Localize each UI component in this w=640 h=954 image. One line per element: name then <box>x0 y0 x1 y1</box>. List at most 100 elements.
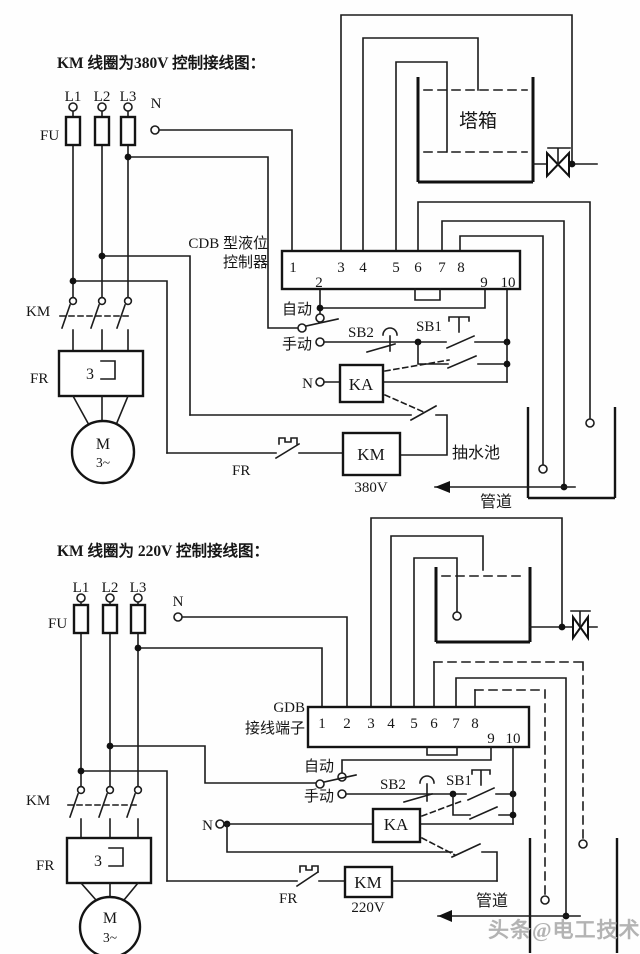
label-sb2: SB2 <box>348 325 374 341</box>
km-coil-label: KM <box>354 873 381 892</box>
fr-heater-number: 3 <box>94 853 102 870</box>
electrode-tip <box>452 611 462 621</box>
svg-text:1: 1 <box>289 260 297 276</box>
buttons-380v: SB2 SB1 <box>323 316 511 383</box>
fuse-l3 <box>129 603 147 635</box>
tank-380v: 塔箱 <box>416 77 535 184</box>
label-n: N <box>173 594 184 610</box>
diagram-220v-title: KM 线圈为 220V 控制接线图： <box>57 541 269 560</box>
svg-text:4: 4 <box>359 260 367 276</box>
svg-text:7: 7 <box>452 716 460 732</box>
fuse-l1 <box>72 603 90 635</box>
controller-name-line1: CDB 型液位 <box>188 235 268 252</box>
svg-text:5: 5 <box>392 260 400 276</box>
terminal-l3 <box>133 593 143 603</box>
svg-text:8: 8 <box>471 716 479 732</box>
ka-relay-220v: N KA <box>202 799 514 857</box>
svg-text:6: 6 <box>414 260 422 276</box>
svg-text:9: 9 <box>487 731 495 747</box>
controller-wires-380v <box>319 14 591 488</box>
km-coil-label: KM <box>357 445 384 464</box>
svg-text:9: 9 <box>480 275 488 291</box>
controller-name-line2: 控制器 <box>223 254 268 271</box>
svg-text:2: 2 <box>315 275 323 291</box>
svg-text:4: 4 <box>387 716 395 732</box>
selector-pivot <box>297 323 307 333</box>
pipe-label: 管道 <box>480 493 512 511</box>
svg-text:1: 1 <box>318 716 326 732</box>
electrode-tip <box>540 895 550 905</box>
fr-thermal-box-380v: 3 FR <box>30 349 145 398</box>
svg-text:6: 6 <box>430 716 438 732</box>
fr-thermal-box-220v: 3 FR <box>36 836 153 885</box>
label-ka-n: N <box>302 376 313 392</box>
svg-text:2: 2 <box>343 716 351 732</box>
label-l1: L1 <box>65 89 82 105</box>
label-auto: 自动 <box>304 758 334 775</box>
manual-contact <box>315 337 325 347</box>
label-fr-box: FR <box>36 858 54 874</box>
label-auto: 自动 <box>282 301 312 318</box>
supply-wires-220v <box>80 601 348 882</box>
ka-coil-label: KA <box>349 375 374 394</box>
electrode-tip <box>538 464 548 474</box>
strip-name-line2: 接线端子 <box>245 720 305 737</box>
svg-text:10: 10 <box>506 731 521 747</box>
motor-380v: M 3~ <box>70 394 136 485</box>
svg-text:3: 3 <box>367 716 375 732</box>
label-sb1: SB1 <box>416 319 442 335</box>
manual-contact <box>337 789 347 799</box>
pool-380v: 抽水池 管道 <box>434 407 617 511</box>
motor-220v: M 3~ <box>78 881 142 954</box>
diagram-380v: KM 线圈为380V 控制接线图： L1 L2 L3 N FU <box>26 14 617 511</box>
controller-block-380v: CDB 型液位 控制器 1 3 4 5 6 7 8 2 9 10 <box>188 235 522 301</box>
label-l2: L2 <box>102 580 119 596</box>
label-ka-n: N <box>202 818 213 834</box>
ka-relay-380v: N KA <box>302 359 508 415</box>
label-fr-contact: FR <box>279 891 297 907</box>
watermark-text: 头条@电工技术 <box>488 918 640 942</box>
km-main-contacts-380v: KM <box>26 296 133 352</box>
terminal-l1 <box>76 593 86 603</box>
label-fu: FU <box>48 616 67 632</box>
label-l1: L1 <box>73 580 90 596</box>
km-main-contacts-220v: KM <box>26 785 143 839</box>
electrode-tip <box>578 839 588 849</box>
tank-220v <box>434 567 532 644</box>
label-fr-box: FR <box>30 371 48 387</box>
label-fr-contact: FR <box>232 463 250 479</box>
selector-220v: 自动 手动 <box>304 746 492 805</box>
label-sb2: SB2 <box>380 777 406 793</box>
svg-text:8: 8 <box>457 260 465 276</box>
motor-type: 3~ <box>96 455 110 470</box>
svg-text:10: 10 <box>501 275 516 291</box>
pool-220v: 管道 <box>437 838 619 953</box>
terminal-l1 <box>68 102 78 112</box>
diagram-380v-title: KM 线圈为380V 控制接线图： <box>57 53 265 72</box>
fuse-l3 <box>119 115 137 147</box>
fuse-l2 <box>93 115 111 147</box>
diagram-220v: KM 线圈为 220V 控制接线图： L1 L2 L3 N FU <box>26 517 619 954</box>
valve-380v <box>532 147 598 179</box>
terminal-n <box>173 612 183 622</box>
svg-text:7: 7 <box>438 260 446 276</box>
selector-380v: 自动 手动 <box>282 301 339 353</box>
tank-label: 塔箱 <box>459 110 497 132</box>
km-coil-voltage: 380V <box>354 480 388 496</box>
terminal-l2 <box>105 593 115 603</box>
motor-letter: M <box>96 436 110 453</box>
terminal-l2 <box>97 102 107 112</box>
motor-type: 3~ <box>103 930 117 945</box>
terminal-n <box>150 125 160 135</box>
label-l3: L3 <box>130 580 147 596</box>
label-sb1: SB1 <box>446 773 472 789</box>
km-coil-circuit-220v: FR KM 220V <box>166 823 498 916</box>
valve-220v <box>529 610 598 642</box>
svg-text:5: 5 <box>410 716 418 732</box>
terminal-l3 <box>123 102 133 112</box>
label-n: N <box>151 96 162 112</box>
label-l2: L2 <box>94 89 111 105</box>
supply-wires-380v <box>72 110 299 454</box>
